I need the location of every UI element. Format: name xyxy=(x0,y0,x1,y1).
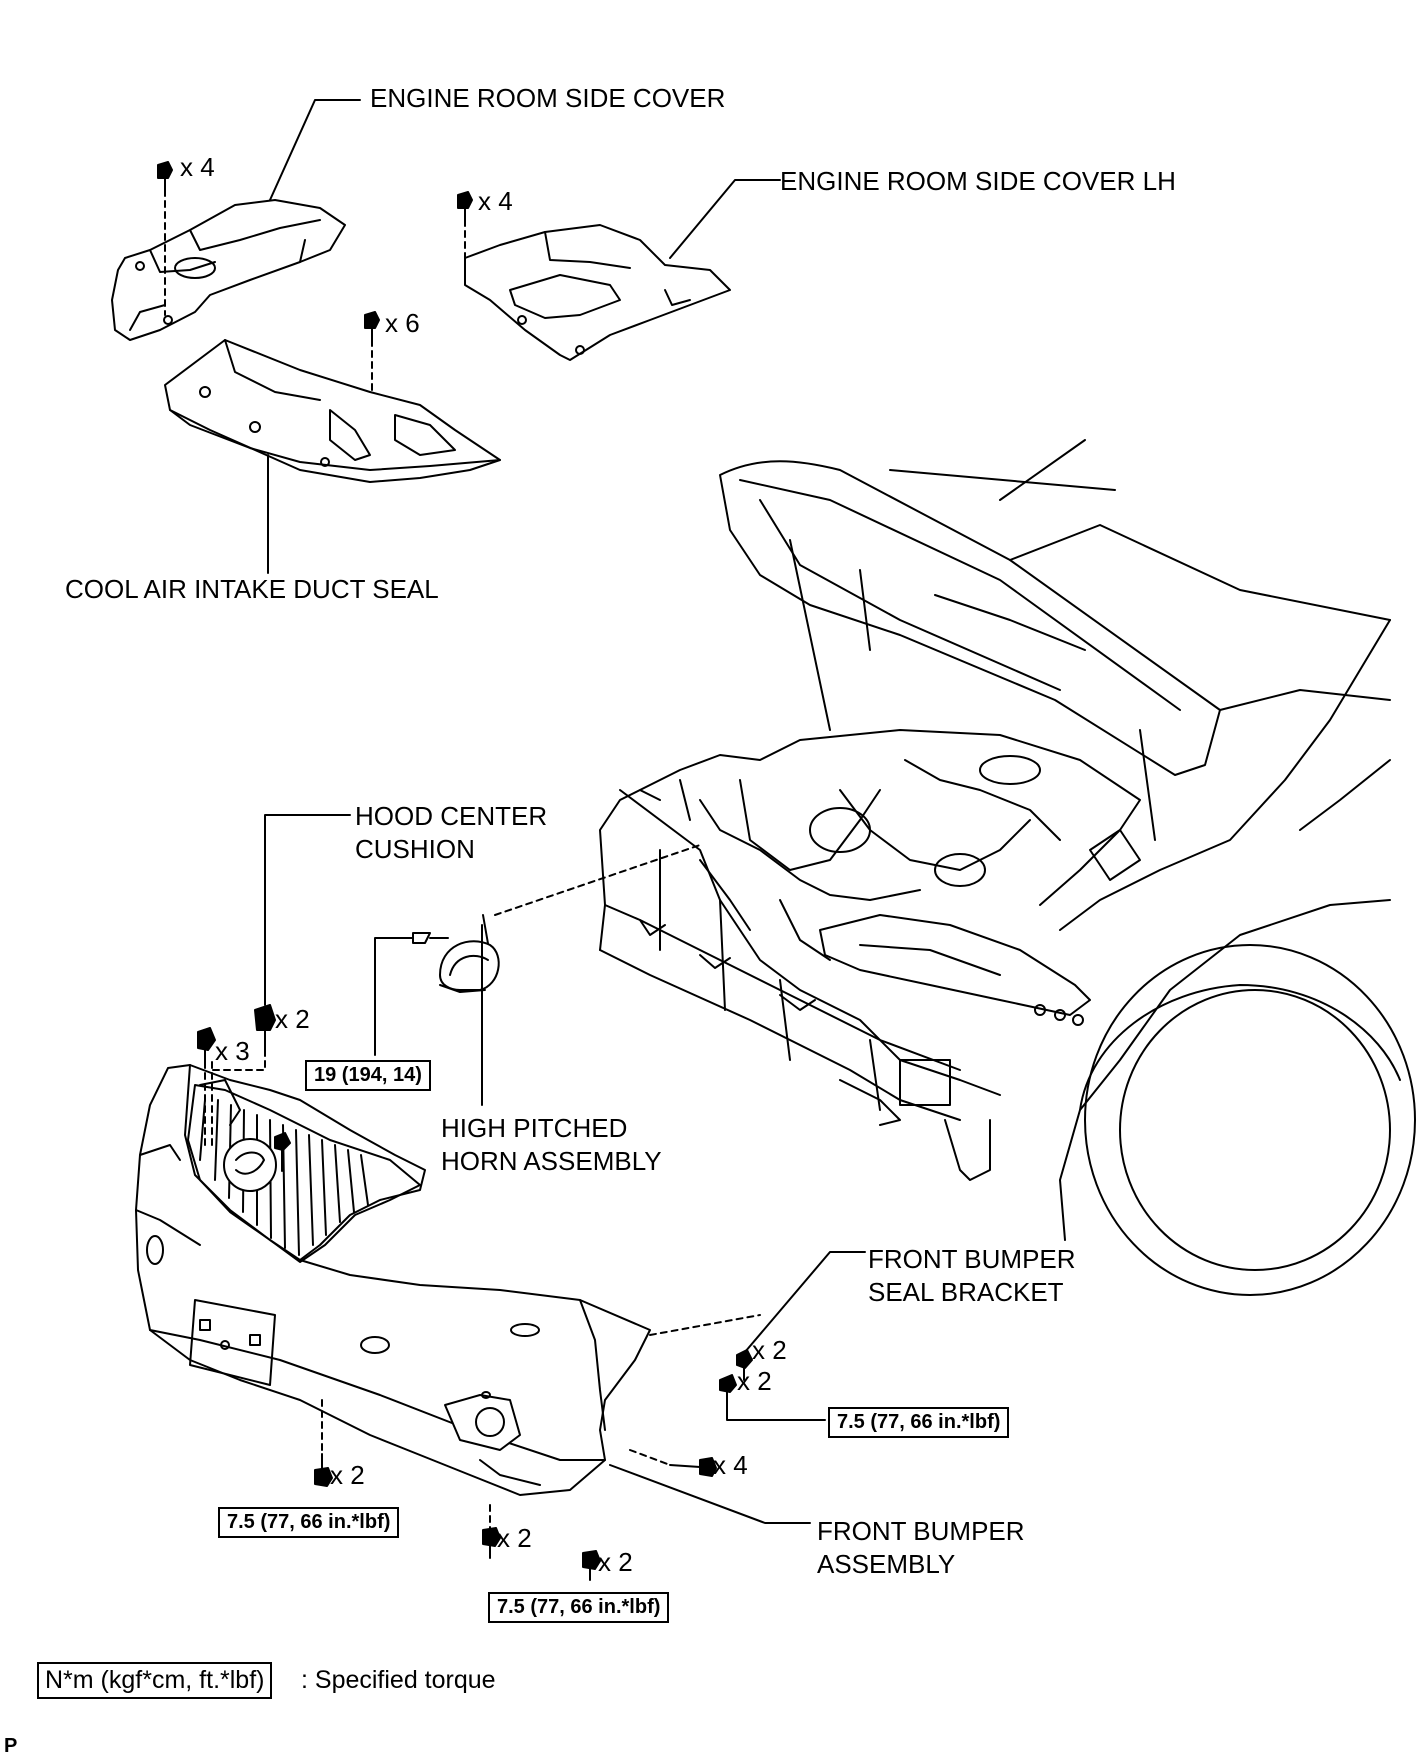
qty-lower-right-bolts: x 2 xyxy=(598,1547,633,1577)
label-cool-air-intake-duct-seal: COOL AIR INTAKE DUCT SEAL xyxy=(65,574,439,604)
cool-air-intake-duct-seal-part xyxy=(164,339,501,483)
label-seal-bracket-line1: FRONT BUMPER xyxy=(868,1244,1076,1274)
torque-lower-right: 7.5 (77, 66 in.*lbf) xyxy=(488,1592,670,1623)
corner-mark: P xyxy=(4,1735,18,1757)
qty-hood-cushion: x 2 xyxy=(275,1004,310,1034)
qty-side-screws: x 4 xyxy=(713,1450,748,1480)
label-horn-line1: HIGH PITCHED xyxy=(441,1113,628,1143)
label-front-bumper-seal-bracket: FRONT BUMPER SEAL BRACKET xyxy=(868,1243,1076,1309)
label-seal-bracket-line2: SEAL BRACKET xyxy=(868,1277,1064,1307)
label-bumper-assembly-line1: FRONT BUMPER xyxy=(817,1516,1025,1546)
torque-seal-bracket: 7.5 (77, 66 in.*lbf) xyxy=(828,1407,1010,1438)
label-engine-room-side-cover-lh: ENGINE ROOM SIDE COVER LH xyxy=(780,166,1176,196)
torque-lower-left: 7.5 (77, 66 in.*lbf) xyxy=(218,1507,400,1538)
label-engine-room-side-cover: ENGINE ROOM SIDE COVER xyxy=(370,83,726,113)
torque-horn: 19 (194, 14) xyxy=(305,1060,431,1091)
label-hood-center-cushion-line1: HOOD CENTER xyxy=(355,801,548,831)
qty-side-cover-clips: x 4 xyxy=(180,152,215,182)
engine-room-side-cover-part xyxy=(111,199,346,341)
label-horn-line2: HORN ASSEMBLY xyxy=(441,1146,662,1176)
qty-lower-mid-bolts: x 2 xyxy=(497,1523,532,1553)
horn-part xyxy=(412,914,500,993)
legend-specified-torque: : Specified torque xyxy=(301,1666,496,1694)
leader-lines xyxy=(264,99,866,1524)
legend-torque-unit-box: N*m (kgf*cm, ft.*lbf) xyxy=(37,1662,273,1699)
label-hood-center-cushion: HOOD CENTER CUSHION xyxy=(355,800,547,866)
qty-side-cover-lh-clips: x 4 xyxy=(478,186,513,216)
qty-duct-seal-clips: x 6 xyxy=(385,308,420,338)
label-hood-center-cushion-line2: CUSHION xyxy=(355,834,475,864)
qty-upper-clips: x 3 xyxy=(215,1036,250,1066)
front-bumper-part xyxy=(135,1064,651,1496)
label-high-pitched-horn-assembly: HIGH PITCHED HORN ASSEMBLY xyxy=(441,1112,662,1178)
installation-dashed-lines xyxy=(164,189,761,1529)
vehicle-front-view xyxy=(599,439,1416,1296)
fastener-icons xyxy=(157,161,753,1570)
label-front-bumper-assembly: FRONT BUMPER ASSEMBLY xyxy=(817,1515,1025,1581)
label-bumper-assembly-line2: ASSEMBLY xyxy=(817,1549,956,1579)
qty-seal-bracket-a: x 2 xyxy=(752,1335,787,1365)
engine-room-side-cover-lh-part xyxy=(464,224,731,361)
qty-lower-left-bolts: x 2 xyxy=(330,1460,365,1490)
fastener-stems xyxy=(164,177,745,1581)
qty-seal-bracket-b: x 2 xyxy=(737,1366,772,1396)
